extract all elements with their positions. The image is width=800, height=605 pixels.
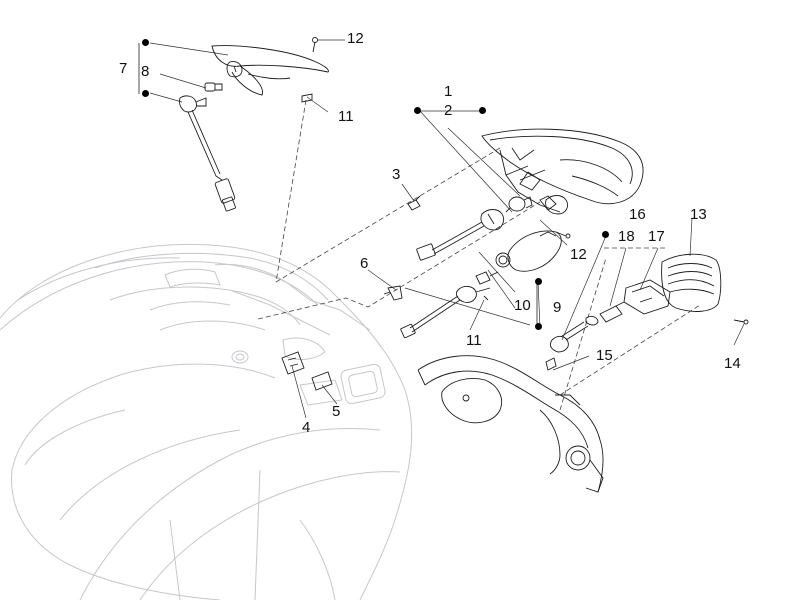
bullet-dot — [602, 231, 609, 238]
bullet-dot — [535, 323, 542, 330]
label-5: 5 — [332, 403, 341, 420]
part-lamp-wiring — [416, 209, 505, 261]
part-12-screw-top — [312, 37, 318, 53]
bracket-lines — [138, 43, 538, 327]
part-11-clip-top — [301, 93, 313, 103]
label-10: 10 — [514, 297, 531, 314]
label-8: 8 — [141, 63, 150, 80]
label-6: 6 — [360, 255, 369, 272]
part-1-tail-lamp — [481, 128, 644, 215]
label-11-top: 11 — [338, 108, 354, 125]
label-11-mid: 11 — [466, 332, 482, 349]
label-16: 16 — [629, 206, 646, 223]
bullet-dot — [414, 107, 421, 114]
label-3: 3 — [392, 166, 401, 183]
label-4: 4 — [302, 419, 311, 436]
label-12-right: 12 — [570, 246, 587, 263]
part-6-clip — [383, 285, 403, 301]
label-14: 14 — [724, 355, 741, 372]
bullet-dot — [535, 278, 542, 285]
label-9: 9 — [553, 299, 562, 316]
part-3-socket — [407, 195, 421, 211]
label-7: 7 — [119, 60, 128, 77]
callout-lines — [149, 39, 745, 419]
bullet-dot — [142, 90, 149, 97]
part-harness-upper — [179, 95, 236, 212]
part-15-harness — [545, 321, 589, 371]
leader-lines — [257, 99, 701, 411]
scooter-body — [0, 243, 413, 601]
part-11-small — [483, 295, 489, 301]
part-4-5-relay — [281, 351, 333, 391]
part-17-cover — [623, 279, 671, 315]
part-14-screw — [733, 319, 749, 325]
label-13: 13 — [690, 206, 707, 223]
part-8-bulb — [204, 82, 223, 92]
part-9-wiring — [400, 285, 491, 339]
label-18: 18 — [618, 228, 635, 245]
label-15: 15 — [596, 347, 613, 364]
part-upper-lamp — [211, 45, 329, 96]
swing-arm-bracket — [417, 355, 604, 493]
part-18-bulb-holder — [585, 301, 625, 326]
part-2-bulb — [505, 196, 533, 213]
label-12-top: 12 — [347, 30, 364, 47]
bullet-dot — [479, 107, 486, 114]
label-17: 17 — [648, 228, 665, 245]
bullet-dot — [142, 39, 149, 46]
part-turn-lens — [475, 230, 562, 285]
part-13-plate-lamp — [661, 253, 722, 312]
label-1: 1 — [444, 83, 453, 100]
label-2: 2 — [444, 102, 453, 119]
